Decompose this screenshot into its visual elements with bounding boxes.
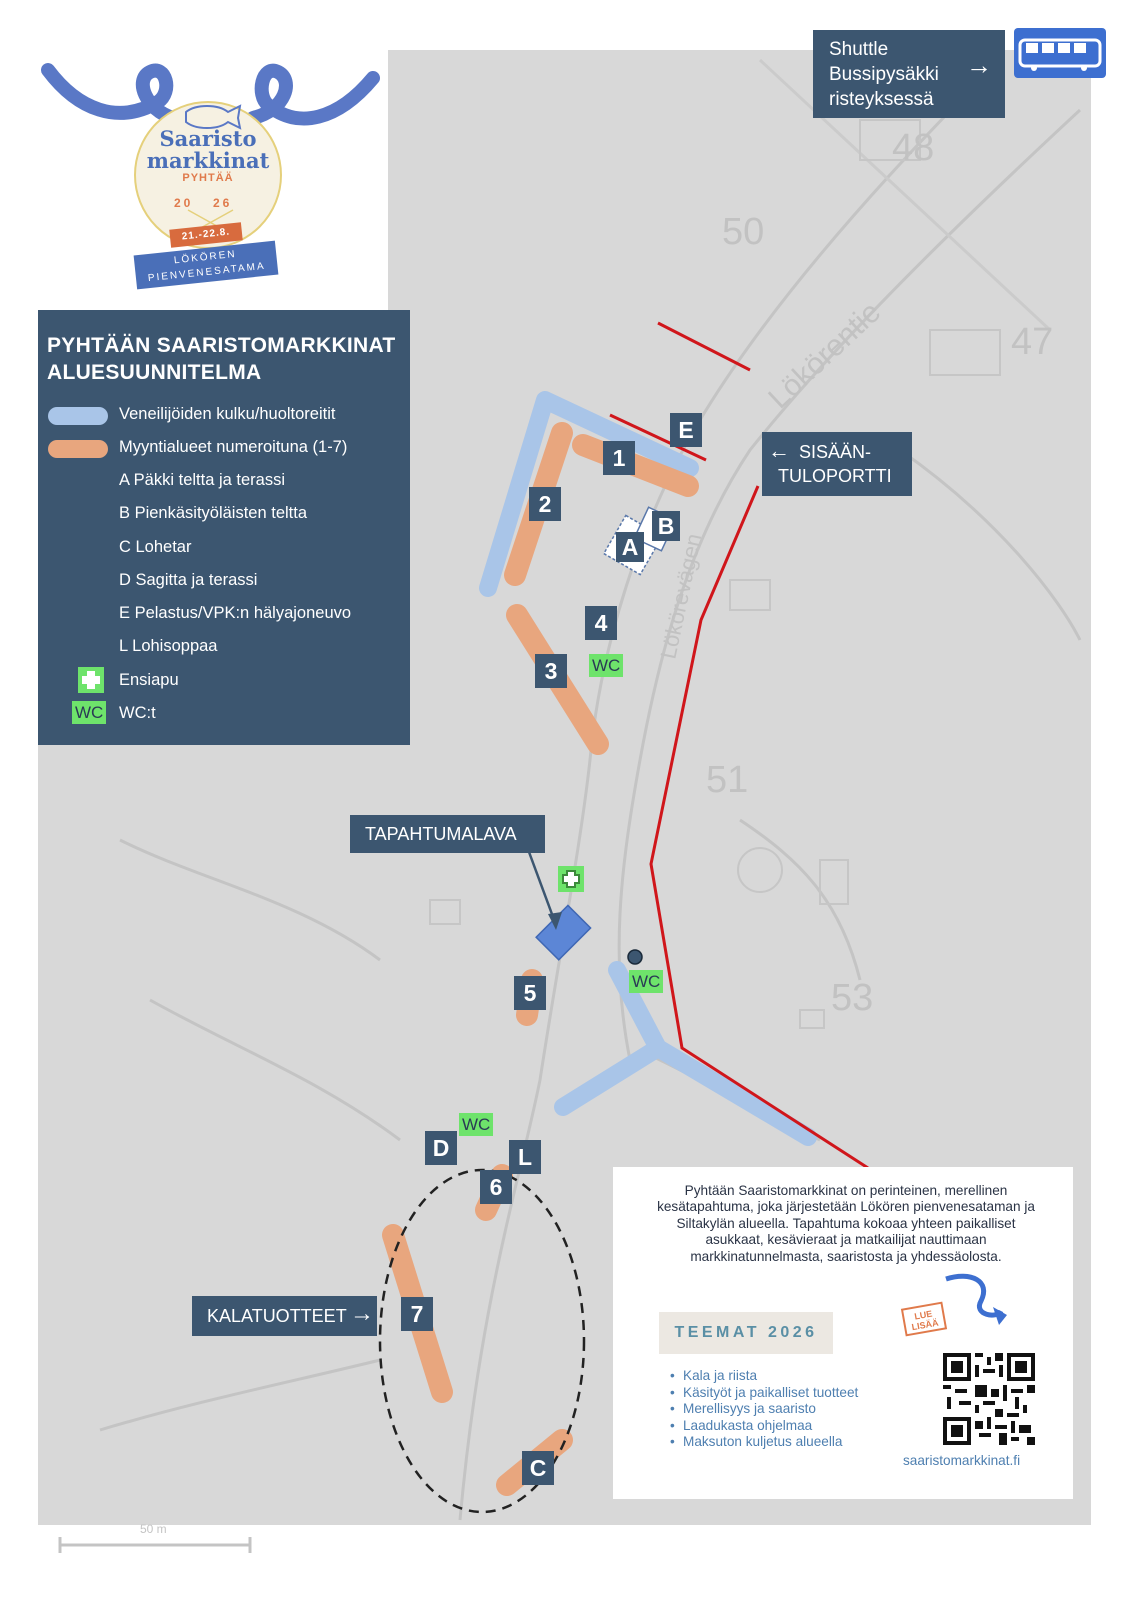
logo-area: Saaristo markkinat PYHTÄÄ 20 26 21.-22.8… [38,50,388,310]
service-route-south-branch [649,1039,817,1146]
fence-lines [609,321,869,1170]
arrow-right-icon: → [350,1300,374,1327]
legend-item-label: WC:t [119,704,156,722]
logo-ribbon-icon [41,63,380,249]
map-pin-dot [627,949,643,965]
map-white-gap [1091,50,1125,1525]
logo-name-line2: markkinat [146,148,270,173]
marker-d: D [425,1131,457,1165]
info-intro: Pyhtään Saaristomarkkinat on perinteinen… [657,1183,1035,1264]
marker-l: L [509,1140,541,1174]
legend-item-label: L Lohisoppaa [119,637,218,655]
legend-title-line2: ALUESUUNNITELMA [47,361,262,384]
legend-item-label: D Sagitta ja terassi [119,571,258,589]
service-route-north [479,391,699,597]
themes-title: TEEMAT 2026 [659,1312,833,1354]
bus-icon [1014,28,1106,78]
legend-item-service-routes: Veneilijöiden kulku/huoltoreitit [38,400,410,430]
logo-place: PYHTÄÄ [182,172,234,184]
themes-list-item: Käsityöt ja paikalliset tuotteet [670,1385,863,1402]
legend-panel: PYHTÄÄN SAARISTOMARKKINAT ALUESUUNNITELM… [38,310,410,745]
wc-badge: WC [459,1113,494,1136]
themes-list-item: Kala ja riista [670,1368,863,1385]
curved-arrow-icon [945,1273,1007,1325]
marker-2: 2 [529,487,561,521]
marker-c: C [522,1451,554,1485]
plot-number-47: 47 [1011,321,1053,363]
legend-item-a: A Päkki teltta ja terassi [38,466,410,496]
legend-swatch-orange [48,440,108,458]
scale-label: 50 m [140,1522,167,1536]
first-aid-icon [558,866,584,892]
basemap-lines [99,58,1082,1521]
plot-number-50: 50 [722,211,764,253]
stage-pointer-line [527,851,558,926]
legend-item-label: A Päkki teltta ja terassi [119,471,285,489]
first-aid-icon [78,667,104,693]
stage-label: TAPAHTUMALAVA [365,824,517,844]
legend-item-label: Veneilijöiden kulku/huoltoreitit [119,405,336,423]
marker-b: B [652,511,680,541]
fish-products-label: KALATUOTTEET [207,1306,347,1326]
logo-year-right: 26 [213,196,233,210]
legend-item-wc: WC WC:t [38,699,410,729]
plot-number-51: 51 [706,759,748,801]
legend-item-label: C Lohetar [119,538,192,556]
marker-a: A [616,532,644,562]
marker-3: 3 [535,654,567,688]
entrance-line2: TULOPORTTI [778,466,892,486]
entrance-box: ← SISÄÄN- TULOPORTTI [762,432,912,496]
marker-7: 7 [401,1297,433,1331]
shuttle-box: Shuttle Bussipysäkki risteyksessä → [813,30,1005,118]
legend-item-first-aid: Ensiapu [38,666,410,696]
wc-badge: WC [589,654,624,677]
themes-list-item: Laadukasta ohjelmaa [670,1418,863,1435]
wc-badge: WC [72,701,107,724]
legend-item-label: E Pelastus/VPK:n hälyajoneuvo [119,604,352,622]
marker-6: 6 [480,1170,512,1204]
map-white-corner [274,1525,1091,1624]
legend-swatch-blue [48,407,108,425]
legend-item-e: E Pelastus/VPK:n hälyajoneuvo [38,599,410,629]
fish-products-label-box: KALATUOTTEET → [192,1296,377,1336]
basemap-plot-numbers: 48 50 47 51 53 [706,127,1053,1019]
marker-e: E [670,413,702,447]
shuttle-line3: risteyksessä [829,89,934,110]
legend-item-l: L Lohisoppaa [38,632,410,662]
legend-item-d: D Sagitta ja terassi [38,566,410,596]
wc-badge: WC [629,970,664,993]
entrance-line1: SISÄÄN- [799,442,872,462]
legend-title: PYHTÄÄN SAARISTOMARKKINAT ALUESUUNNITELM… [47,332,407,386]
plot-number-48: 48 [892,127,934,169]
marker-4: 4 [585,606,617,640]
legend-item-b: B Pienkäsityöläisten teltta [38,499,410,529]
themes-list-item: Merellisyys ja saaristo [670,1401,863,1418]
arrow-left-icon: ← [768,438,790,463]
info-box: Pyhtään Saaristomarkkinat on perinteinen… [613,1167,1073,1499]
legend-item-label: Myyntialueet numeroituna (1-7) [119,438,348,456]
stage-pointer-arrowhead [548,912,562,930]
sales-area-1 [572,434,699,497]
legend-title-line1: PYHTÄÄN SAARISTOMARKKINAT [47,334,396,357]
plot-number-53: 53 [831,977,873,1019]
arrow-right-icon: → [966,50,992,80]
qr-code-icon[interactable] [943,1353,1035,1445]
logo-year-left: 20 [174,196,194,210]
shuttle-line2: Bussipysäkki [829,64,939,85]
stage-label-box: TAPAHTUMALAVA [350,815,545,853]
basemap-buildings [429,119,1001,1029]
service-routes [479,391,817,1146]
legend-item-c: C Lohetar [38,533,410,563]
legend-item-sales-areas: Myyntialueet numeroituna (1-7) [38,433,410,463]
themes-list: Kala ja riista Käsityöt ja paikalliset t… [670,1368,863,1451]
website-link[interactable]: saaristomarkkinat.fi [903,1453,1021,1468]
marker-5: 5 [514,976,546,1010]
shuttle-line1: Shuttle [829,39,889,60]
scale-bar: 50 m [58,1522,252,1553]
legend-item-label: Ensiapu [119,671,179,689]
themes-list-item: Maksuton kuljetus alueella [670,1434,863,1451]
marker-1: 1 [603,441,635,475]
logo-name-line1: Saaristo [159,126,257,151]
legend-item-label: B Pienkäsityöläisten teltta [119,504,308,522]
